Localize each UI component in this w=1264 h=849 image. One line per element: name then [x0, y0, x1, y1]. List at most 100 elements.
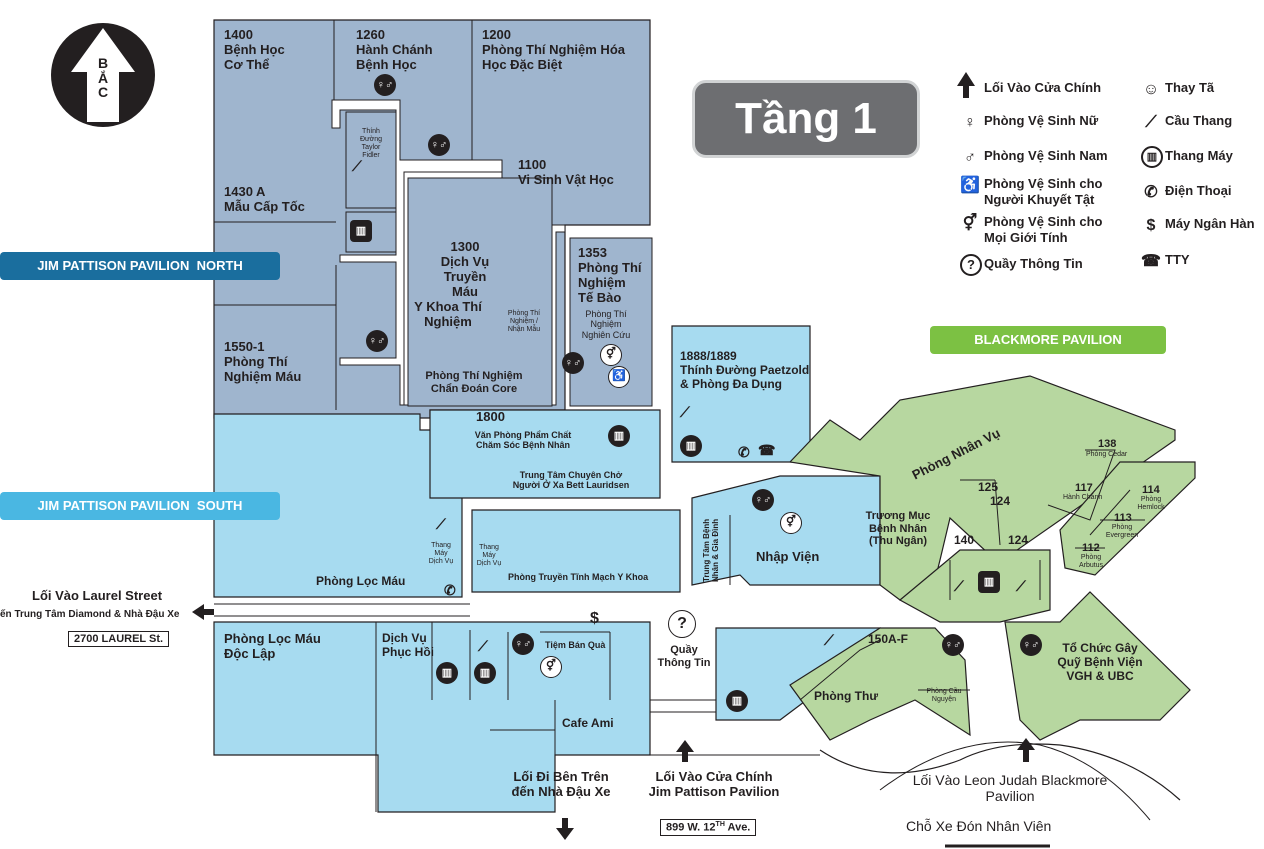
blackmore-southwest-wing — [789, 627, 971, 741]
all-gender-restroom-icon: ⚥ — [962, 215, 978, 232]
phone-icon[interactable]: ✆ — [738, 444, 750, 460]
restroom-icon[interactable]: ♀♂ — [512, 633, 534, 655]
hemlock-room: Phòng Hemlock — [1137, 496, 1165, 512]
blackmore-entrance-arrow — [1017, 738, 1035, 762]
service-elevator-1: Thang Máy Dịch Vụ — [428, 542, 454, 566]
legend-baby-change: ☺Thay Tã — [1143, 80, 1214, 98]
main-address-street: Ave. — [724, 821, 751, 834]
staff-pickup-label: Chỗ Xe Đón Nhân Viên — [906, 818, 1052, 834]
legend-womens-restroom: ♀Phòng Vệ Sinh Nữ — [964, 113, 1099, 131]
main-entrance-arrow — [676, 740, 694, 762]
legend-information-text: Quầy Thông Tin — [984, 256, 1083, 271]
restroom-icon[interactable]: ♀♂ — [366, 330, 388, 352]
vgh-ubc-foundation: Tổ Chức Gây Quỹ Bệnh Viện VGH & UBC — [1057, 641, 1143, 683]
room-1800: 1800 — [476, 409, 505, 424]
south-room-walls — [375, 515, 731, 812]
restroom-icon[interactable]: ♀♂ — [562, 352, 584, 374]
legend-elevator: ▥Thang Máy — [1141, 146, 1233, 168]
stairs-icon: ⟋ — [436, 516, 446, 532]
elevator-icon: ▥ — [1141, 146, 1163, 168]
legend-atm-text: Máy Ngân Hàn — [1165, 216, 1255, 231]
legend-tty-text: TTY — [1165, 252, 1190, 267]
elevator-icon[interactable]: ▥ — [350, 220, 372, 242]
legend-womens-restroom-text: Phòng Vệ Sinh Nữ — [984, 113, 1099, 128]
legend-elevator-text: Thang Máy — [1165, 148, 1233, 163]
room-124-b: 124 — [1008, 533, 1029, 547]
elevator-icon[interactable]: ▥ — [978, 571, 1000, 593]
room-1100: 1100 Vi Sinh Vật Học — [518, 157, 614, 187]
restroom-icon[interactable]: ♀♂ — [374, 74, 396, 96]
restroom-icon[interactable]: ♀♂ — [1020, 634, 1042, 656]
room-1400: 1400 Bệnh Học Cơ Thể — [224, 27, 285, 72]
legend-tty: ☎TTY — [1141, 252, 1190, 270]
all-gender-restroom-icon[interactable]: ⚥ — [780, 512, 802, 534]
entrance-arrows — [192, 72, 1035, 840]
legend-all-gender-restroom-text: Phòng Vệ Sinh cho Mọi Giới Tính — [984, 214, 1103, 245]
elevator-icon[interactable]: ▥ — [680, 435, 702, 457]
blackmore-room-walls — [799, 449, 1145, 701]
baby-change-icon: ☺ — [1142, 81, 1160, 98]
pavilion-south-label: JIM PATTISON PAVILION SOUTH — [0, 492, 280, 520]
room-113: 113 — [1114, 512, 1132, 524]
room-1550-1: 1550-1 Phòng Thí Nghiệm Máu — [224, 339, 302, 384]
room-1800-block — [429, 409, 661, 499]
stairs-icon: ⟋ — [680, 404, 690, 420]
patient-family-centre: Trung Tâm Bệnh Nhân & Gia Đình — [702, 518, 721, 582]
all-gender-restroom-icon[interactable]: ⚥ — [600, 344, 622, 366]
pavilion-north-label: JIM PATTISON PAVILION NORTH — [0, 252, 280, 280]
atm-icon: $ — [1146, 217, 1156, 234]
legend-stairs: ⟋Cầu Thang — [1145, 113, 1232, 131]
all-gender-restroom-icon[interactable]: ⚥ — [540, 656, 562, 678]
lab-specimen-receiving: Phòng Thí Nghiệm / Nhận Mẫu — [507, 310, 541, 334]
atm-icon[interactable]: $ — [590, 610, 599, 627]
room-138: 138 — [1098, 438, 1117, 450]
taylor-fidler-auditorium: Thính Đường Taylor Fidler — [359, 128, 383, 160]
pavilion-blackmore-label: BLACKMORE PAVILION — [930, 326, 1166, 354]
elevator-icon[interactable]: ▥ — [608, 425, 630, 447]
blackmore-pavilion-area — [788, 375, 1196, 741]
phone-icon[interactable]: ✆ — [444, 582, 456, 598]
room-117: 117 — [1075, 482, 1093, 494]
legend-accessible-restroom-text: Phòng Vệ Sinh cho Người Khuyết Tật — [984, 176, 1103, 207]
elevator-icon[interactable]: ▥ — [474, 662, 496, 684]
room-1353: 1353 Phòng Thí Nghiệm Tế Bào — [578, 245, 642, 305]
accessible-restroom-icon: ♿ — [960, 177, 980, 194]
restroom-icon[interactable]: ♀♂ — [942, 634, 964, 656]
prayer-room: Phòng Cầu Nguyện — [926, 688, 962, 704]
administration: Hành Chánh — [1063, 494, 1103, 501]
independent-dialysis: Phòng Lọc Máu Độc Lập — [224, 631, 321, 661]
restroom-icon[interactable]: ♀♂ — [428, 134, 450, 156]
blackmore-entrance-label: Lối Vào Leon Judah Blackmore Pavilion — [912, 772, 1108, 805]
phone-icon: ✆ — [1144, 184, 1158, 201]
room-112: 112 — [1082, 542, 1100, 554]
medical-lab: Y Khoa Thí Nghiệm — [414, 299, 482, 329]
blackmore-southeast-wing — [1004, 591, 1191, 741]
restroom-icon[interactable]: ♀♂ — [752, 489, 774, 511]
driveway-inner-curve — [879, 741, 1151, 821]
service-elevator-2: Thang Máy Dịch Vụ — [476, 544, 502, 568]
room-1430a: 1430 A Mẫu Cấp Tốc — [224, 184, 305, 214]
patient-quality-office: Văn Phòng Phẩm Chất Chăm Sóc Bệnh Nhân — [474, 430, 572, 451]
arbutus-room: Phòng Arbutus — [1078, 554, 1104, 570]
cafe-ami: Cafe Ami — [562, 716, 614, 730]
legend-entrance-arrow — [957, 72, 975, 98]
elevator-icon[interactable]: ▥ — [726, 690, 748, 712]
infusion-block — [471, 509, 681, 593]
rehab-services: Dịch Vụ Phục Hồi — [382, 631, 435, 659]
floor-title: Tầng 1 — [692, 80, 920, 158]
compass-letters: B Ắ C — [97, 55, 109, 101]
elevator-icon[interactable]: ▥ — [436, 662, 458, 684]
dialysis-room: Phòng Lọc Máu — [316, 574, 406, 588]
tty-icon[interactable]: ☎ — [758, 442, 776, 458]
walkway-lines — [214, 603, 820, 756]
information-icon[interactable]: ? — [668, 610, 696, 638]
blackmore-core — [898, 549, 1051, 623]
evergreen-room: Phòng Evergreen — [1105, 524, 1139, 540]
room-1200: 1200 Phòng Thí Nghiệm Hóa Học Đặc Biệt — [482, 27, 625, 72]
stairs-icon: ⟋ — [824, 632, 834, 648]
room-1300: 1300 Dịch Vụ Truyền Máu — [440, 239, 490, 299]
overpass-to-parkade: Lối Đi Bên Trên đến Nhà Đậu Xe — [511, 769, 611, 799]
accessible-restroom-icon[interactable]: ♿ — [608, 366, 630, 388]
cedar-room: Phòng Cedar — [1086, 451, 1128, 458]
driveway-curve — [819, 743, 1181, 801]
